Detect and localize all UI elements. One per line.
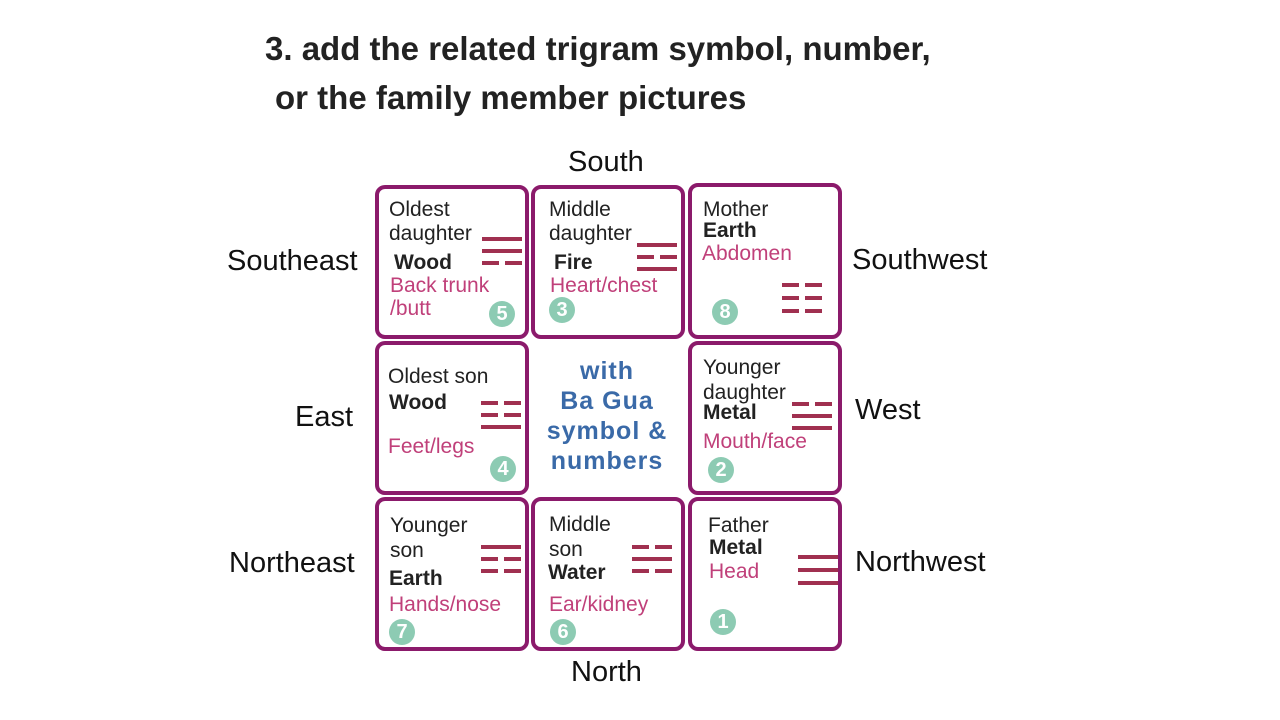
cell-northwest: Father Metal Head 1 — [688, 497, 842, 651]
body-part-line-1: Abdomen — [702, 242, 792, 265]
trigram-mountain-icon — [481, 545, 521, 573]
body-part-line-1: Back trunk — [390, 274, 490, 297]
family-member-line-1: Father — [708, 514, 769, 537]
family-member-line-2: son — [390, 539, 424, 562]
center-line-4: numbers — [550, 447, 664, 475]
family-member-line-2: son — [549, 538, 583, 561]
title-line-1: 3. add the related trigram symbol, numbe… — [265, 30, 931, 67]
family-member-line-2: daughter — [549, 222, 632, 245]
cell-south: Middle daughter Fire Heart/chest 3 — [531, 185, 685, 339]
cell-southwest: Mother Earth Abdomen 8 — [688, 183, 842, 339]
direction-south: South — [568, 146, 644, 178]
number-badge: 4 — [490, 456, 516, 482]
direction-northeast: Northeast — [229, 547, 355, 579]
family-member-line-1: Middle — [549, 513, 611, 536]
trigram-water-icon — [632, 545, 672, 573]
family-member-line-1: Younger — [390, 514, 468, 537]
cell-north: Middle son Water Ear/kidney 6 — [531, 497, 685, 651]
center-line-3: symbol & — [546, 417, 668, 445]
element-label: Wood — [394, 251, 452, 274]
body-part-line-1: Feet/legs — [388, 435, 475, 458]
trigram-thunder-icon — [481, 401, 521, 429]
center-line-2: Ba Gua — [560, 387, 654, 415]
center-label: with Ba Gua symbol & numbers — [532, 343, 682, 493]
number-badge: 1 — [710, 609, 736, 635]
family-member-line-1: Oldest son — [388, 365, 489, 388]
element-label: Earth — [703, 219, 757, 242]
cell-east: Oldest son Wood Feet/legs 4 — [375, 341, 529, 495]
direction-southwest: Southwest — [852, 244, 988, 276]
element-label: Fire — [554, 251, 593, 274]
family-member-line-2: daughter — [389, 222, 472, 245]
title-line-2: or the family member pictures — [275, 79, 747, 116]
family-member-line-1: Younger — [703, 356, 781, 379]
number-badge: 5 — [489, 301, 515, 327]
body-part-line-2: /butt — [390, 297, 431, 320]
body-part-line-1: Mouth/face — [703, 430, 807, 453]
direction-west: West — [855, 394, 921, 426]
trigram-lake-icon — [792, 402, 832, 430]
number-badge: 3 — [549, 297, 575, 323]
number-badge: 8 — [712, 299, 738, 325]
body-part-line-1: Head — [709, 560, 760, 583]
number-badge: 6 — [550, 619, 576, 645]
body-part-line-1: Heart/chest — [550, 274, 658, 297]
family-member-line-1: Oldest — [389, 198, 450, 221]
number-badge: 2 — [708, 457, 734, 483]
trigram-fire-icon — [637, 243, 677, 271]
direction-northwest: Northwest — [855, 546, 986, 578]
family-member-line-1: Mother — [703, 198, 769, 221]
number-badge: 7 — [389, 619, 415, 645]
direction-north: North — [571, 656, 642, 688]
trigram-earth-icon — [782, 283, 822, 313]
element-label: Metal — [709, 536, 763, 559]
body-part-line-1: Hands/nose — [389, 593, 502, 616]
cell-west: Younger daughter Metal Mouth/face 2 — [688, 341, 842, 495]
element-label: Wood — [389, 391, 447, 414]
center-line-1: with — [580, 357, 634, 385]
element-label: Metal — [703, 401, 757, 424]
element-label: Earth — [389, 567, 443, 590]
family-member-line-2: daughter — [703, 381, 786, 404]
family-member-line-1: Middle — [549, 198, 611, 221]
cell-southeast: Oldest daughter Wood Back trunk /butt 5 — [375, 185, 529, 339]
trigram-heaven-icon — [798, 555, 838, 585]
direction-east: East — [295, 401, 354, 433]
element-label: Water — [548, 561, 606, 584]
trigram-wind-icon — [482, 237, 522, 265]
direction-southeast: Southeast — [227, 245, 358, 277]
cell-northeast: Younger son Earth Hands/nose 7 — [375, 497, 529, 651]
body-part-line-1: Ear/kidney — [549, 593, 649, 616]
